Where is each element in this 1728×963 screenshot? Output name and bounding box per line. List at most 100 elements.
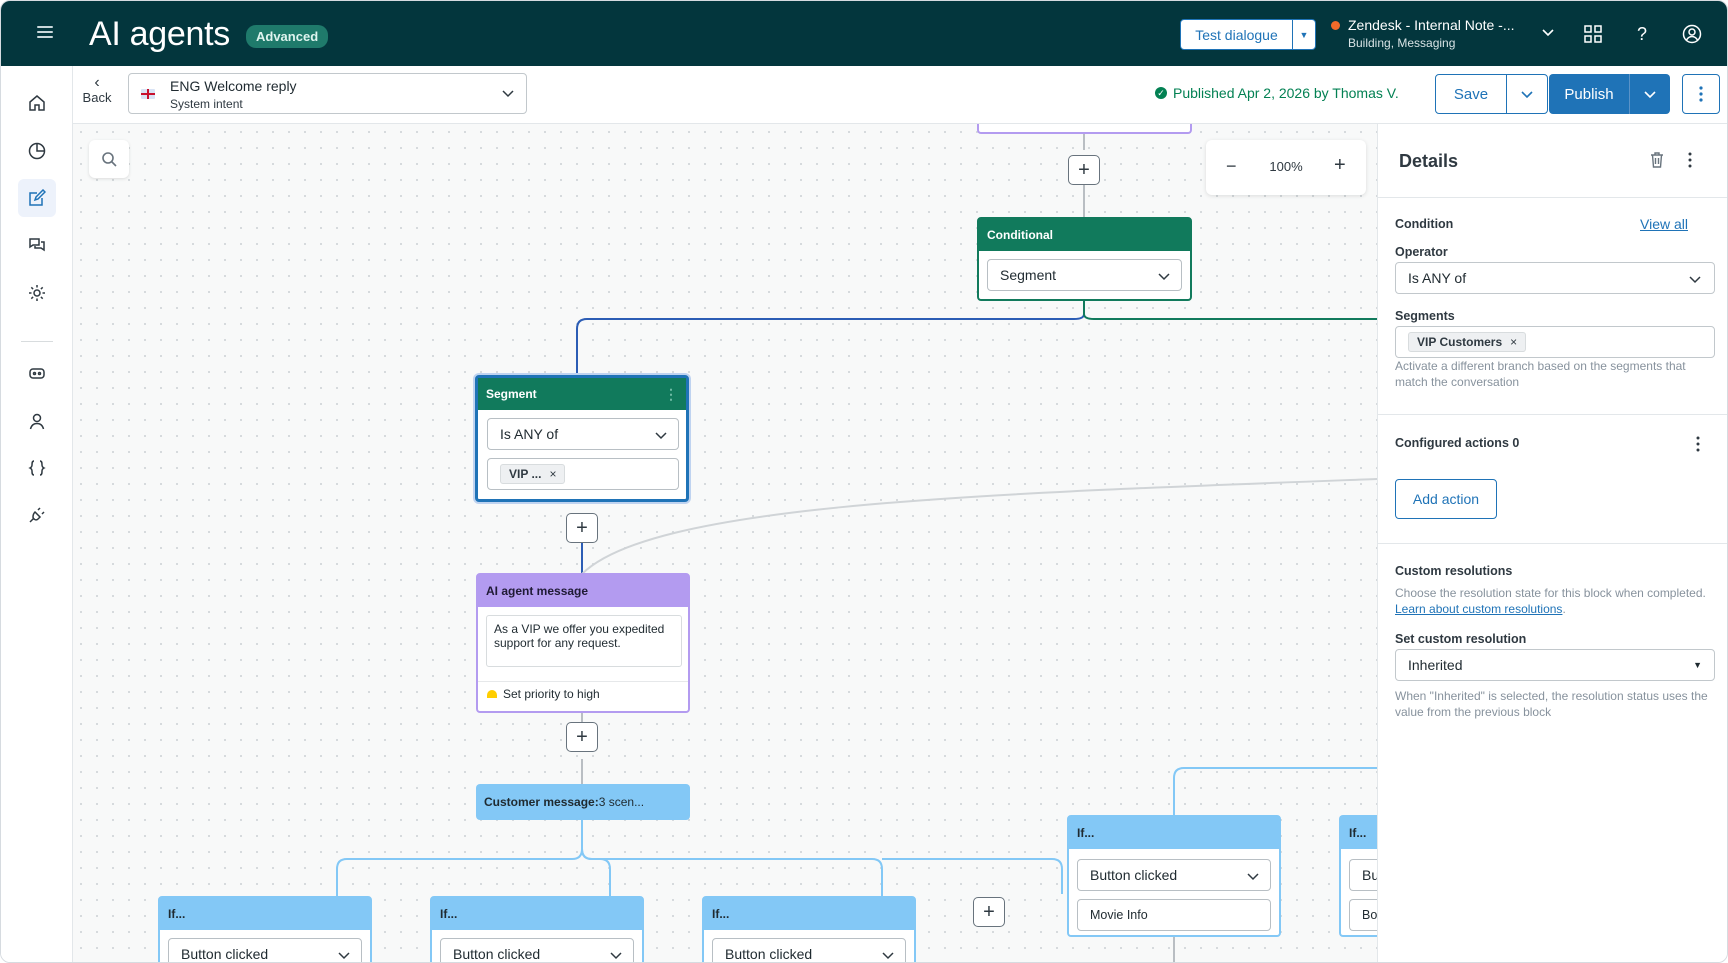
publish-button-group[interactable]: Publish [1549,74,1670,114]
set-resolution-label: Set custom resolution [1395,632,1527,646]
chevron-down-icon[interactable] [609,948,623,962]
chevron-down-icon[interactable] [881,948,895,962]
zoom-controls: − 100% + [1206,140,1366,195]
add-step-button[interactable]: + [566,722,598,752]
remove-chip-icon[interactable]: × [1510,335,1518,349]
conditional-type-select[interactable]: Segment [987,259,1182,291]
back-label[interactable]: Back [82,90,112,105]
custom-resolutions-hint-text: Choose the resolution state for this blo… [1395,586,1706,600]
ai-agent-message-node[interactable]: AI agent message As a VIP we offer you e… [476,573,690,713]
kebab-icon[interactable] [1696,436,1700,452]
intent-type: System intent [170,97,243,111]
back-button[interactable]: ‹ Back [81,74,113,106]
add-step-button[interactable]: + [1068,155,1100,185]
test-dialogue-label[interactable]: Test dialogue [1181,20,1293,49]
chevron-down-icon[interactable] [654,428,668,442]
ai-message-divider [478,681,688,682]
chevron-down-icon[interactable] [1688,272,1702,286]
ai-message-action[interactable]: Set priority to high [487,687,600,701]
ai-message-text[interactable]: As a VIP we offer you expedited support … [486,615,682,667]
learn-custom-resolutions-link[interactable]: Learn about custom resolutions [1395,602,1563,616]
if-condition-select[interactable]: Button clicked [1077,859,1271,891]
publish-button[interactable]: Publish [1549,74,1630,114]
add-action-button[interactable]: Add action [1395,479,1497,519]
resolution-value: Inherited [1408,657,1463,673]
segment-chip[interactable]: VIP ... × [500,464,566,484]
channel-name[interactable]: Zendesk - Internal Note -... [1348,17,1515,33]
help-icon[interactable]: ? [1636,23,1647,44]
operator-value: Is ANY of [1408,270,1467,286]
previous-node-partial[interactable] [977,124,1192,134]
chevron-down-icon[interactable] [1246,869,1260,883]
more-options-button[interactable] [1682,74,1720,114]
apps-grid-icon[interactable] [1582,23,1604,45]
if-branch-node[interactable]: If... Button clicked [158,896,372,962]
operator-label: Operator [1395,245,1448,259]
kebab-icon[interactable] [1688,152,1692,168]
if-condition-select[interactable]: Button clicked [712,938,906,962]
drag-handle-icon[interactable]: ⋮ [664,385,678,402]
canvas-search-button[interactable] [89,140,129,178]
if-condition-select[interactable]: Button clicked [440,938,634,962]
chevron-down-icon[interactable] [1630,74,1670,114]
save-button-group[interactable]: Save [1435,74,1548,114]
chevron-down-icon[interactable] [1541,25,1555,39]
user-profile-icon[interactable] [1681,23,1703,45]
menu-icon[interactable] [37,26,53,38]
segment-node[interactable]: Segment ⋮ Is ANY of VIP ... × [475,375,689,502]
conversations-icon[interactable] [18,226,56,264]
if-button-value: Boo [1362,908,1377,922]
if-condition-select[interactable]: Button clicked [168,938,362,962]
kebab-icon[interactable] [1699,86,1703,102]
operator-select[interactable]: Is ANY of [1395,262,1715,294]
if-condition-select[interactable]: Bu [1349,859,1377,891]
segment-values-field[interactable]: VIP ... × [487,458,679,490]
search-icon[interactable] [101,151,117,167]
variables-icon[interactable] [18,449,56,487]
add-branch-button[interactable]: + [973,897,1005,927]
chevron-down-icon[interactable] [1507,75,1547,113]
priority-icon [487,690,497,698]
resolution-select[interactable]: Inherited ▼ [1395,649,1715,681]
test-dialogue-button[interactable]: Test dialogue ▼ [1180,19,1316,50]
if-branch-node[interactable]: If... Button clicked [702,896,916,962]
chevron-down-icon[interactable] [500,85,516,101]
if-branch-node[interactable]: If... Button clicked Movie Info [1067,815,1281,937]
settings-gear-icon[interactable] [18,274,56,312]
customer-message-node[interactable]: Customer message: 3 scen... [476,784,690,820]
save-button[interactable]: Save [1436,75,1507,113]
zoom-level: 100% [1269,159,1303,174]
if-branch-node[interactable]: If... Button clicked [430,896,644,962]
caret-down-icon[interactable]: ▼ [1299,29,1309,40]
hint-period: . [1562,602,1566,616]
zoom-in-button[interactable]: + [1334,154,1346,176]
segment-operator-select[interactable]: Is ANY of [487,418,679,450]
chevron-down-icon[interactable] [337,948,351,962]
zoom-out-button[interactable]: − [1226,156,1237,176]
integrations-plug-icon[interactable] [18,496,56,534]
remove-chip-icon[interactable]: × [549,467,557,481]
intent-selector[interactable]: ENG Welcome reply System intent [128,73,527,114]
home-icon[interactable] [18,84,56,122]
if-button-value-field[interactable]: Boo [1349,899,1377,931]
user-icon[interactable] [18,402,56,440]
segments-field[interactable]: VIP Customers × [1395,326,1715,358]
if-branch-node-partial[interactable]: If... Bu Boo [1339,815,1377,937]
segment-operator-value: Is ANY of [500,426,559,442]
view-all-link[interactable]: View all [1640,216,1688,232]
bot-icon[interactable] [18,354,56,392]
custom-resolutions-hint: Choose the resolution state for this blo… [1395,585,1717,617]
flow-canvas[interactable]: + − 100% + Conditional Segment Segment ⋮… [73,124,1377,962]
if-button-value-field[interactable]: Movie Info [1077,899,1271,931]
customer-message-title: Customer message: [484,795,599,809]
caret-down-icon[interactable]: ▼ [1693,660,1702,670]
segment-chip[interactable]: VIP Customers × [1408,332,1527,352]
chevron-left-icon[interactable]: ‹ [94,74,100,91]
edit-icon[interactable] [18,179,56,217]
chevron-down-icon[interactable] [1157,269,1171,283]
conditional-node[interactable]: Conditional Segment [977,217,1192,301]
trash-icon[interactable] [1650,152,1664,168]
analytics-icon[interactable] [18,132,56,170]
add-step-button[interactable]: + [566,513,598,543]
flow-connectors [336,124,1377,962]
